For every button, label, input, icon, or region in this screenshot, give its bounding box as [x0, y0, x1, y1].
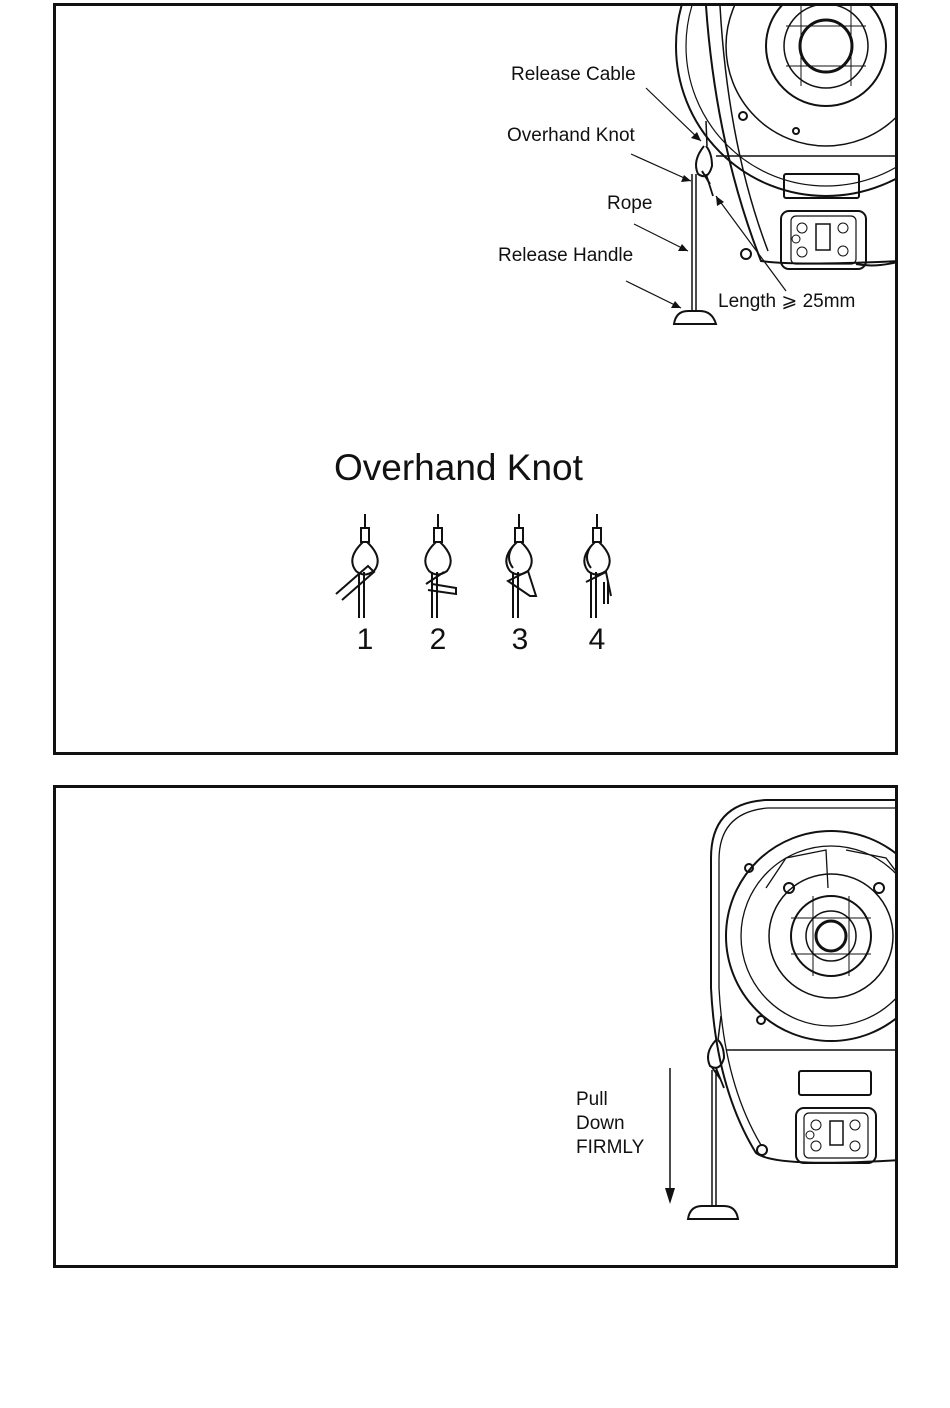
release-handle-label: Release Handle — [498, 245, 633, 267]
rope-label: Rope — [607, 193, 652, 215]
length-label: Length ⩾ 25mm — [718, 290, 855, 313]
step-number-1: 1 — [345, 623, 385, 657]
pull-down-panel: Pull Down FIRMLY — [53, 785, 898, 1268]
pull-down-diagram — [56, 788, 898, 1268]
pull-instruction: Pull Down FIRMLY — [576, 1088, 644, 1160]
step-number-2: 2 — [418, 623, 458, 657]
knot-step-1-icon — [336, 514, 378, 618]
rope-knot-icon — [708, 1040, 724, 1068]
rope-knot-icon — [696, 146, 712, 176]
release-handle-icon — [688, 1206, 738, 1219]
step-number-3: 3 — [500, 623, 540, 657]
release-handle-icon — [674, 311, 716, 324]
knot-title: Overhand Knot — [334, 447, 583, 489]
knot-step-3-icon — [506, 514, 536, 618]
release-cable-diagram — [56, 6, 898, 755]
knot-instruction-panel: Release Cable Overhand Knot Rope Release… — [53, 3, 898, 755]
step-number-4: 4 — [577, 623, 617, 657]
control-keypad — [796, 1108, 876, 1163]
pull-line-2: Down — [576, 1112, 644, 1136]
knot-step-2-icon — [425, 514, 456, 618]
pull-line-3: FIRMLY — [576, 1136, 644, 1160]
control-keypad — [781, 211, 866, 269]
knot-steps-illustration — [336, 514, 611, 618]
release-cable — [706, 121, 707, 146]
knot-step-4-icon — [584, 514, 611, 618]
overhand-knot-label: Overhand Knot — [507, 125, 635, 147]
release-cable-label: Release Cable — [511, 64, 636, 86]
pull-line-1: Pull — [576, 1088, 644, 1112]
